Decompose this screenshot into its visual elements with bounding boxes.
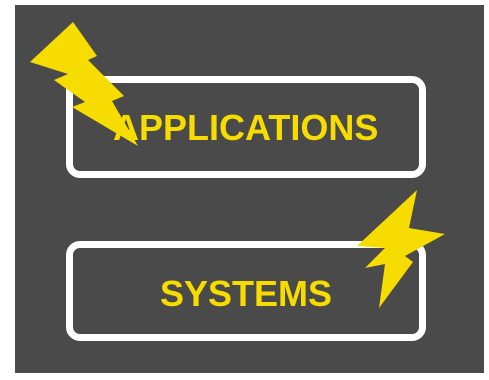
lightning-bolt-icon <box>357 190 445 308</box>
systems-label: SYSTEMS <box>160 273 333 314</box>
applications-label: APPLICATIONS <box>113 107 379 148</box>
lightning-bolt-icon <box>30 22 138 146</box>
systems-button[interactable] <box>66 241 426 341</box>
applications-button[interactable] <box>66 76 426 178</box>
